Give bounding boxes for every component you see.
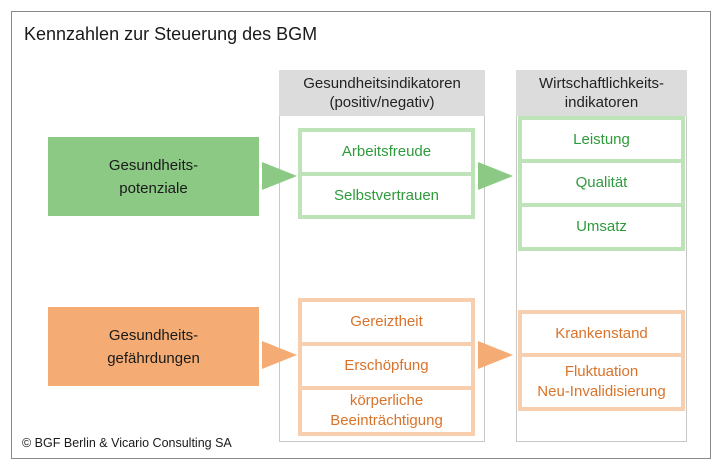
arrow-hazards-to-negative [262, 341, 297, 369]
health-potentials-box: Gesundheits- potenziale [48, 137, 259, 216]
health-header-line1: Gesundheitsindikatoren [303, 75, 461, 92]
health-hazards-box: Gesundheits- gefährdungen [48, 307, 259, 386]
indicator-selbstvertrauen: Selbstvertrauen [302, 176, 471, 215]
health-indicators-header: Gesundheitsindikatoren (positiv/negativ) [279, 70, 485, 116]
indicator-fluktuation-line2: Neu-Invalidisierung [537, 383, 666, 400]
indicator-erschoepfung: Erschöpfung [302, 346, 471, 386]
health-potentials-line1: Gesundheits- [108, 156, 199, 174]
indicator-fluktuation: Fluktuation Neu-Invalidisierung [522, 357, 681, 407]
indicator-krankenstand: Krankenstand [522, 314, 681, 353]
indicator-leistung: Leistung [522, 120, 681, 159]
arrow-negative-to-economic [478, 341, 513, 369]
indicator-qualitaet: Qualität [522, 163, 681, 203]
indicator-umsatz: Umsatz [522, 207, 681, 247]
economic-header-line2: indikatoren [564, 94, 639, 111]
diagram-title: Kennzahlen zur Steuerung des BGM [24, 24, 318, 44]
indicator-koerperliche-line1: körperliche [349, 392, 424, 409]
indicator-koerperliche-beeintraechtigung: körperliche Beeinträchtigung [302, 390, 471, 432]
indicator-koerperliche-line2: Beeinträchtigung [330, 412, 443, 429]
health-hazards-line1: Gesundheits- [108, 326, 199, 344]
copyright-notice: © BGF Berlin & Vicario Consulting SA [22, 436, 232, 450]
arrow-potentials-to-positive [262, 162, 297, 190]
health-hazards-line2: gefährdungen [107, 349, 200, 367]
indicator-gereiztheit: Gereiztheit [302, 302, 471, 342]
economic-indicators-header: Wirtschaftlichkeits- indikatoren [516, 70, 687, 116]
indicator-fluktuation-line1: Fluktuation [564, 363, 639, 380]
arrow-positive-to-economic [478, 162, 513, 190]
health-potentials-line2: potenziale [119, 179, 188, 197]
health-header-line2: (positiv/negativ) [329, 94, 435, 111]
economic-header-line1: Wirtschaftlichkeits- [538, 75, 665, 92]
indicator-arbeitsfreude: Arbeitsfreude [302, 132, 471, 172]
